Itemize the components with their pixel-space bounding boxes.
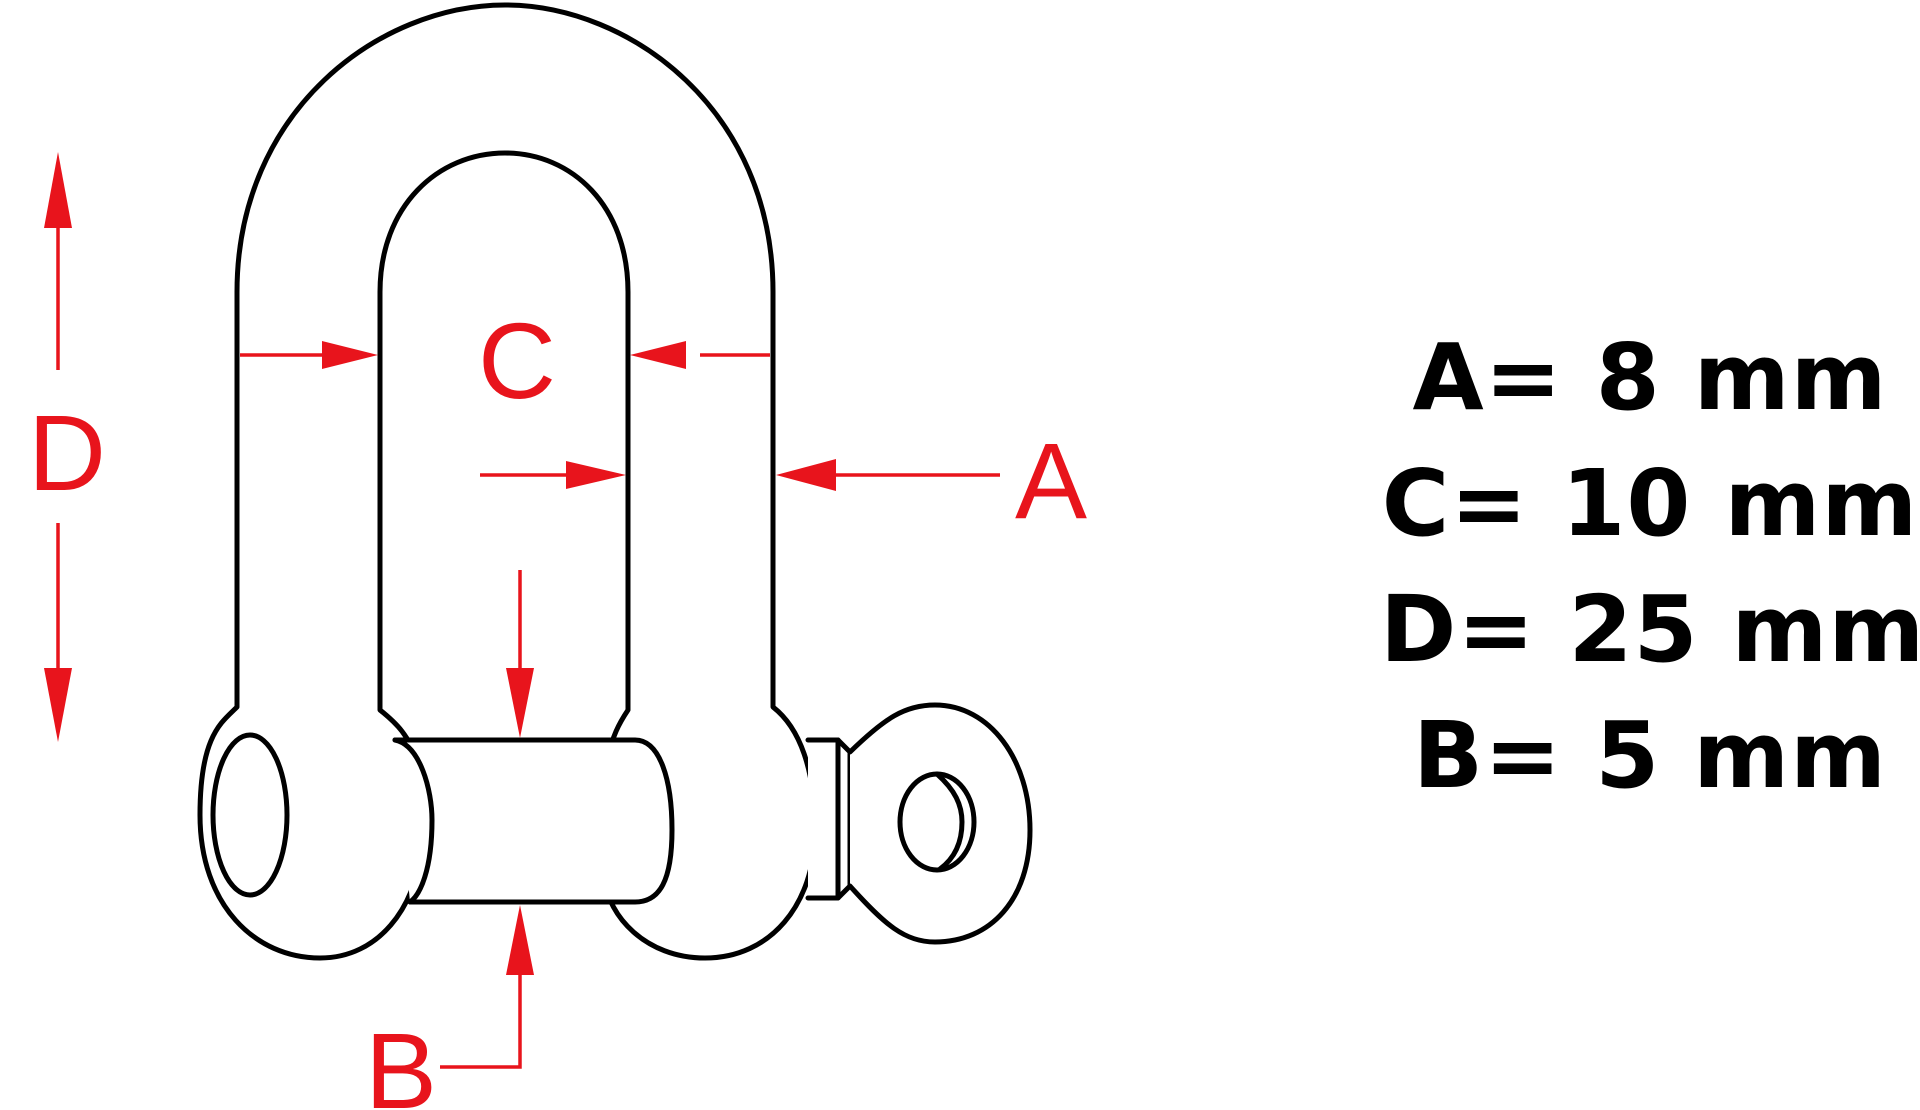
dim-d-top-arrowhead [44,152,72,228]
left-lug-hole [210,732,290,898]
dim-d-bottom-arrowhead [44,668,72,742]
spec-a: A= 8 mm [1380,315,1920,441]
spec-d-unit: mm [1698,576,1920,683]
pin-shaft [392,737,675,905]
dim-b-top-arrowhead [506,668,534,738]
dimension-d: D [28,152,106,742]
dim-a-top-right-arrowhead [630,341,686,369]
shackle-bow-outer [234,2,776,710]
spec-d-value: 25 [1568,576,1699,683]
pin-collar [805,737,841,901]
dim-c-arrowhead [566,461,626,489]
spec-a-sep: = [1484,324,1596,431]
shackle-bow-inner [377,150,631,713]
dimension-spec-list: A= 8 mm C= 10 mm D= 25 mm B= 5 mm [1380,315,1920,819]
spec-b-sep: = [1484,702,1596,809]
dim-label-d: D [28,392,106,513]
dim-a-arrowhead [776,459,836,491]
spec-b-value: 5 [1595,702,1661,809]
dimension-b: B [365,570,534,1110]
dim-label-a: A [1015,420,1087,541]
spec-c-label: C [1381,450,1451,557]
dimension-c: C [478,300,626,489]
spec-d: D= 25 mm [1380,567,1920,693]
spec-c-value: 10 [1561,450,1692,557]
pin-eye-hole-shadow [934,771,965,872]
spec-c: C= 10 mm [1380,441,1920,567]
shackle-body [197,2,1033,961]
spec-d-label: D [1380,576,1458,683]
pin-shaft-cap [392,737,435,905]
spec-a-label: A [1412,324,1485,431]
spec-b-unit: mm [1660,702,1888,809]
spec-c-unit: mm [1691,450,1919,557]
dim-label-b: B [365,1010,437,1110]
spec-b-label: B [1412,702,1485,809]
spec-c-sep: = [1450,450,1562,557]
dim-b-leader [440,967,522,1069]
dimension-a: A [240,341,1087,541]
spec-a-value: 8 [1595,324,1661,431]
spec-a-unit: mm [1660,324,1888,431]
spec-d-sep: = [1457,576,1569,683]
dim-label-c: C [478,300,556,421]
dim-a-top-left-arrowhead [322,341,378,369]
dim-b-bottom-arrowhead [506,905,534,975]
spec-b: B= 5 mm [1380,693,1920,819]
